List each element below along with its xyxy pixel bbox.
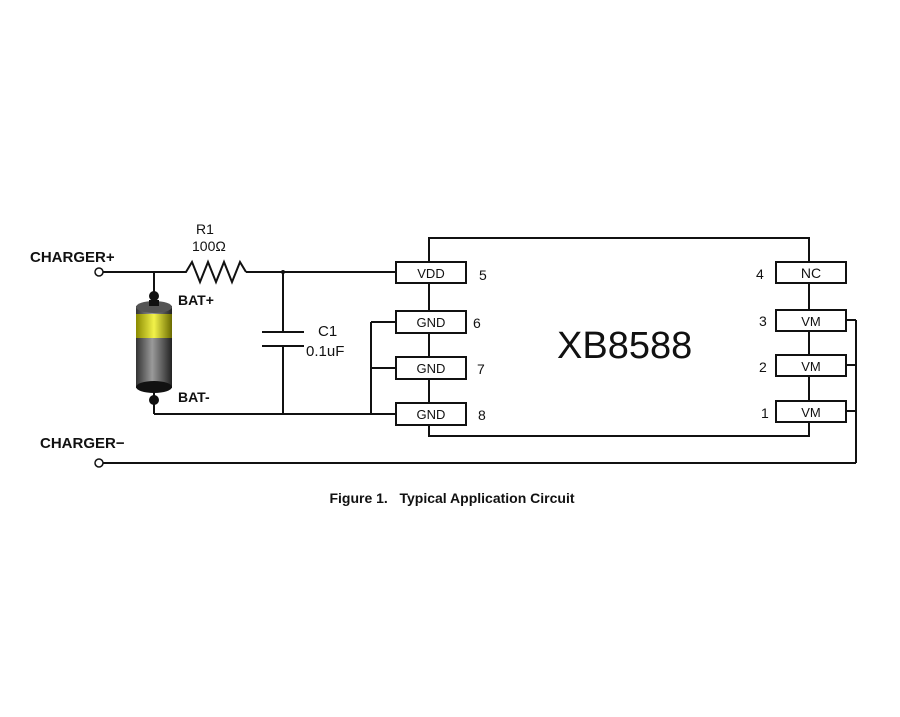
pin-label: VM: [801, 359, 821, 374]
pin-number: 1: [761, 405, 769, 421]
junction-dot: [281, 270, 285, 274]
pin-number: 7: [477, 361, 485, 377]
resistor-ref: R1: [196, 221, 214, 237]
pin-label: NC: [801, 265, 821, 281]
bat-neg-label: BAT-: [178, 389, 210, 405]
chip-name: XB8588: [557, 325, 692, 367]
resistor-r1: [180, 259, 247, 285]
pin-label: GND: [417, 407, 446, 422]
pin-gnd-7: GND 7: [395, 356, 485, 380]
resistor-value: 100Ω: [192, 238, 226, 254]
pin-label: VDD: [417, 266, 444, 281]
pin-gnd-8: GND 8: [395, 402, 486, 426]
pin-label: GND: [417, 315, 446, 330]
pin-nc: NC 4: [756, 261, 847, 284]
pin-number: 4: [756, 266, 764, 282]
pin-vdd: VDD 5: [395, 261, 487, 284]
capacitor-value: 0.1uF: [306, 343, 344, 360]
pin-number: 5: [479, 267, 487, 283]
capacitor-c1: [262, 331, 304, 347]
charger-pos-label: CHARGER+: [30, 249, 115, 266]
wires: [103, 271, 857, 464]
pin-vm-2: VM 2: [759, 354, 847, 377]
chip-body: [428, 237, 810, 437]
pin-vm-3: VM 3: [759, 309, 847, 332]
capacitor-ref: C1: [318, 323, 337, 340]
pin-label: VM: [801, 405, 821, 420]
pin-vm-1: VM 1: [761, 400, 847, 423]
charger-neg-label: CHARGER−: [40, 435, 125, 452]
pin-label: VM: [801, 314, 821, 329]
pin-label: GND: [417, 361, 446, 376]
figure-caption: Figure 1. Typical Application Circuit: [329, 490, 574, 506]
charger-neg-terminal: [94, 458, 104, 468]
bat-pos-label: BAT+: [178, 292, 214, 308]
pin-gnd-6: GND 6: [395, 310, 481, 334]
battery-icon: [136, 291, 172, 405]
pin-number: 8: [478, 407, 486, 423]
pin-number: 3: [759, 313, 767, 329]
charger-pos-terminal: [94, 267, 104, 277]
pin-number: 6: [473, 315, 481, 331]
pin-number: 2: [759, 359, 767, 375]
